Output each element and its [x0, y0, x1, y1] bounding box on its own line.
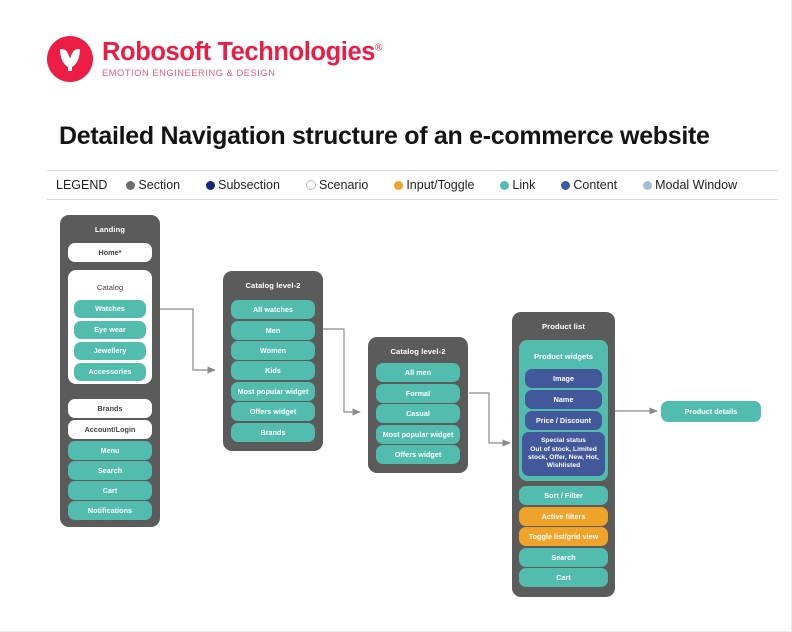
legend-item-label: Input/Toggle [406, 178, 475, 192]
column-title: Catalog level-2 [390, 347, 446, 356]
node-image[interactable]: Image [525, 369, 602, 388]
node-offers-widget-a[interactable]: Offers widget [231, 402, 315, 421]
node-watches[interactable]: Watches [74, 300, 146, 318]
connector-watches-to-kids [160, 308, 216, 374]
brand-tagline: EMOTION ENGINEERING & DESIGN [102, 68, 276, 79]
column-title: Product list [542, 322, 585, 331]
node-cart-product-list[interactable]: Cart [519, 568, 608, 587]
legend-dot-icon [643, 180, 653, 190]
brand-name: Robosoft Technologies [102, 37, 376, 66]
node-eye-wear[interactable]: Eye wear [74, 321, 146, 339]
node-name[interactable]: Name [525, 390, 602, 409]
legend-item-scenario: Scenario [305, 178, 369, 192]
node-kids[interactable]: Kids [231, 361, 315, 380]
node-brands-landing[interactable]: Brands [68, 399, 152, 418]
legend-item-label: Subsection [218, 178, 280, 192]
page-title: Detailed Navigation structure of an e-co… [59, 122, 710, 150]
robosoft-logo-icon [47, 36, 93, 82]
legend-dot-icon [206, 180, 216, 190]
legend-item-label: Link [512, 178, 536, 192]
legend-dot-icon [500, 180, 510, 190]
node-active-filters[interactable]: Active filters [519, 507, 608, 526]
node-brands-catalog[interactable]: Brands [231, 423, 315, 442]
group-title: Product widgets [533, 352, 594, 361]
legend-item-link: Link [500, 178, 535, 192]
brand-logo: Robosoft Technologies® EMOTION ENGINEERI… [47, 36, 382, 82]
node-men[interactable]: Men [231, 321, 315, 340]
column-title: Catalog level-2 [245, 281, 301, 290]
column-title: Landing [94, 225, 126, 234]
node-accessories[interactable]: Accessories [74, 363, 146, 381]
node-price-discount[interactable]: Price / Discount [525, 411, 602, 430]
node-search-landing[interactable]: Search [68, 461, 152, 480]
legend-item-content: Content [561, 178, 617, 192]
node-sort-filter[interactable]: Sort / Filter [519, 486, 608, 505]
node-cart-landing[interactable]: Cart [68, 481, 152, 500]
node-all-men[interactable]: All men [376, 363, 460, 382]
legend-item-input-toggle: Input/Toggle [394, 178, 474, 192]
node-most-popular-widget-b[interactable]: Most popular widget [376, 425, 460, 444]
node-account-login[interactable]: Account/Login [68, 420, 152, 439]
node-search-product-list[interactable]: Search [519, 548, 608, 567]
node-casual[interactable]: Casual [376, 404, 460, 423]
legend-item-label: Scenario [318, 178, 369, 192]
registered-mark: ® [375, 42, 383, 54]
connector-formal-to-productlist [469, 392, 511, 447]
legend-item-label: Section [138, 178, 181, 192]
node-menu[interactable]: Menu [68, 441, 152, 460]
legend-dot-icon [305, 180, 316, 190]
legend-label: LEGEND [56, 178, 108, 192]
node-notifications[interactable]: Notifications [68, 501, 152, 520]
node-home[interactable]: Home* [68, 243, 152, 262]
legend: LEGEND Section Subsection Scenario Input… [47, 170, 778, 200]
node-toggle-list-grid-view[interactable]: Toggle list/grid view [519, 527, 608, 546]
legend-dot-icon [126, 180, 136, 190]
node-formal[interactable]: Formal [376, 384, 460, 403]
node-all-watches[interactable]: All watches [231, 300, 315, 319]
node-special-status[interactable]: Special status Out of stock, Limited sto… [522, 432, 605, 476]
subgroup-title: Catalog [96, 283, 124, 292]
legend-item-subsection: Subsection [206, 178, 280, 192]
node-offers-widget-b[interactable]: Offers widget [376, 445, 460, 464]
legend-item-section: Section [126, 178, 180, 192]
legend-item-modal-window: Modal Window [643, 178, 737, 192]
connector-men-to-casual [323, 328, 361, 416]
node-most-popular-widget-a[interactable]: Most popular widget [231, 382, 315, 401]
legend-item-label: Content [573, 178, 618, 192]
legend-dot-icon [561, 180, 571, 190]
legend-dot-icon [394, 180, 404, 190]
legend-item-label: Modal Window [655, 178, 738, 192]
node-product-details[interactable]: Product details [661, 401, 761, 422]
node-women[interactable]: Women [231, 341, 315, 360]
node-jewellery[interactable]: Jewellery [74, 342, 146, 360]
